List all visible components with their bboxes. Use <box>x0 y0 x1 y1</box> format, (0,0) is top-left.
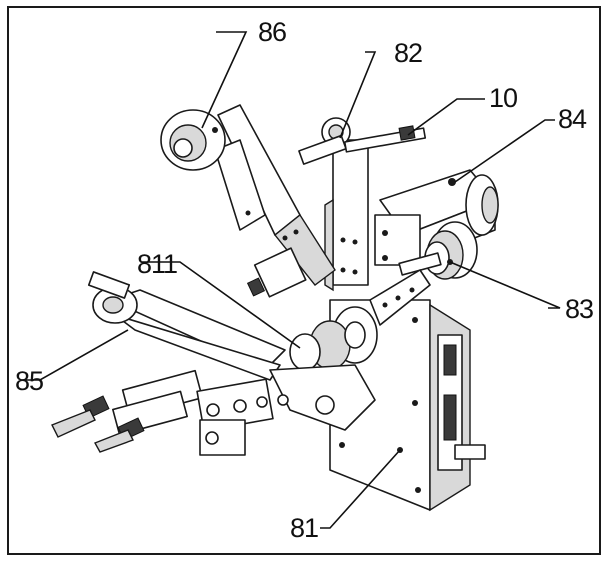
rod-10 <box>343 125 427 153</box>
label-84: 84 <box>558 104 587 134</box>
leader-84 <box>454 119 555 183</box>
leader-82 <box>339 51 377 139</box>
label-811: 811 <box>137 249 177 279</box>
label-10: 10 <box>489 83 517 113</box>
leader-811 <box>142 261 301 349</box>
leader-83 <box>449 261 561 309</box>
swing-arm-86 <box>160 104 336 298</box>
leader-lines <box>22 31 561 529</box>
label-83: 83 <box>565 294 593 324</box>
leader-86 <box>201 31 248 129</box>
label-86: 86 <box>258 17 286 47</box>
leader-85 <box>22 329 129 381</box>
leader-81 <box>320 449 401 529</box>
gripper-assembly-85 <box>51 271 376 456</box>
label-81: 81 <box>290 513 318 543</box>
label-82: 82 <box>394 38 422 68</box>
roller-83 <box>369 221 478 326</box>
label-85: 85 <box>15 366 43 396</box>
leader-10 <box>407 98 485 136</box>
arm-82 <box>298 117 369 292</box>
